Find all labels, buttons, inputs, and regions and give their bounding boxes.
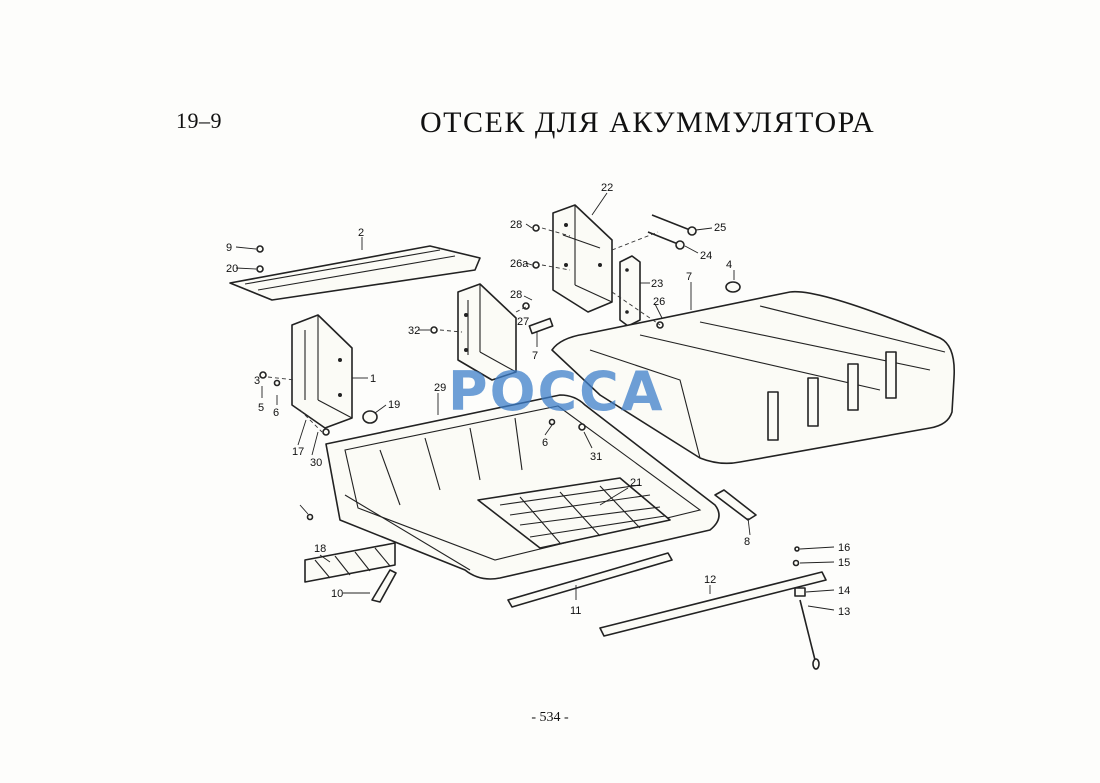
section-number: 19–9 <box>176 108 222 133</box>
callout-label: 18 <box>314 543 326 555</box>
callout-label: 21 <box>630 477 642 489</box>
part-12-strip <box>714 489 757 521</box>
callout-label: 28 <box>510 289 522 301</box>
part-25-plate <box>619 255 641 327</box>
callout-labels: 1 2 9 20 29 30 31 32 5 6 6 7 7 8 10 11 1… <box>226 182 850 618</box>
part-23-mat <box>477 477 671 549</box>
part-2-top-rail <box>229 245 481 301</box>
page-number: - 534 - <box>531 710 569 725</box>
part-16-hook-rod <box>792 546 820 670</box>
callout-label: 24 <box>700 250 712 262</box>
callout-label: 14 <box>838 585 850 597</box>
callout-label: 30 <box>310 457 322 469</box>
part-24-bracket <box>552 204 613 313</box>
part-11-cover <box>551 290 956 465</box>
callout-label: 16 <box>838 542 850 554</box>
callout-label: 17 <box>292 446 304 458</box>
callout-label: 13 <box>838 606 850 618</box>
callout-label: 10 <box>331 588 343 600</box>
callout-label: 3 <box>254 375 260 387</box>
part-1-bracket <box>291 314 353 429</box>
callout-label: 8 <box>744 536 750 548</box>
part-14-strip <box>507 552 673 608</box>
callout-label: 19 <box>388 399 400 411</box>
watermark-logo: РОССА <box>448 360 665 423</box>
part-21-pad <box>304 542 396 583</box>
callout-label: 20 <box>226 263 238 275</box>
part-26-bolts <box>647 214 697 250</box>
assembly-lines <box>267 227 661 433</box>
callout-label: 7 <box>686 271 692 283</box>
callout-label: 9 <box>226 242 232 254</box>
callout-label: 6 <box>273 407 279 419</box>
callout-label: 31 <box>590 451 602 463</box>
callout-label: 4 <box>726 259 732 271</box>
callout-label: 29 <box>434 382 446 394</box>
callout-label: 22 <box>601 182 613 194</box>
fasteners <box>256 224 664 521</box>
callout-label: 6 <box>542 437 548 449</box>
callout-label: 28 <box>510 219 522 231</box>
part-13-latch <box>371 569 397 603</box>
callout-label: 15 <box>838 557 850 569</box>
callout-label: 27 <box>517 316 529 328</box>
callout-label: 25 <box>714 222 726 234</box>
callout-label: 32 <box>408 325 420 337</box>
callout-label: 2 <box>358 227 364 239</box>
leader-lines <box>235 192 835 611</box>
callout-label: 5 <box>258 402 264 414</box>
callout-label: 26a <box>510 258 529 270</box>
part-32-nut <box>725 281 741 293</box>
callout-label: 11 <box>570 605 581 617</box>
callout-label: 23 <box>651 278 663 290</box>
callout-label: 12 <box>704 574 716 586</box>
page-title: ОТСЕК ДЛЯ АКУММУЛЯТОРА <box>420 106 876 139</box>
part-15-rod <box>599 571 827 637</box>
callout-label: 1 <box>370 373 376 385</box>
callout-label: 7 <box>532 350 538 362</box>
middle-bracket <box>457 283 517 381</box>
part-22-bushing <box>362 410 378 424</box>
callout-label: 26 <box>653 296 665 308</box>
